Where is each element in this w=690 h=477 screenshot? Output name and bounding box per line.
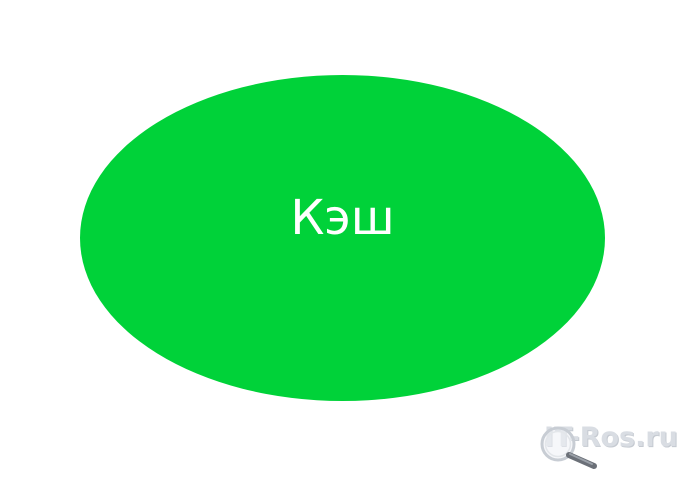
cache-node: Кэш	[80, 75, 605, 401]
magnifier-icon	[540, 426, 597, 469]
site-watermark: IT-Ros.ru	[536, 420, 678, 472]
cache-node-label: Кэш	[290, 190, 395, 246]
